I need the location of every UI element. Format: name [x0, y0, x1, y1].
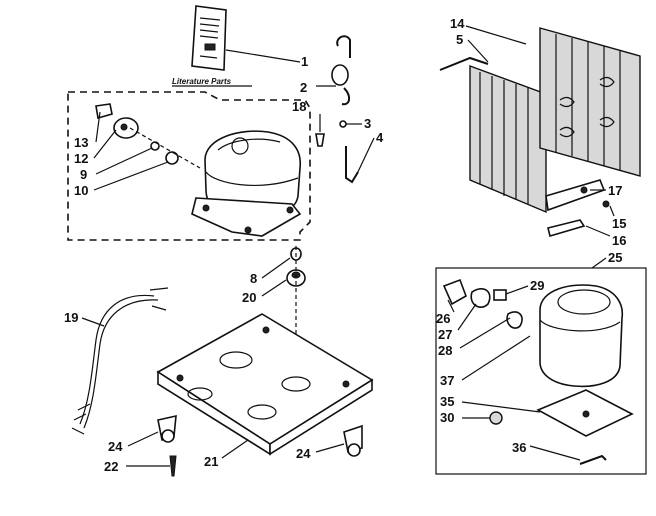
label-part-35: 35 — [440, 394, 454, 409]
compressor-group-box — [67, 91, 311, 241]
label-part-37: 37 — [440, 373, 454, 388]
label-part-21: 21 — [204, 454, 218, 469]
capillary-tube — [345, 146, 359, 184]
grommet — [339, 120, 347, 128]
screw-15 — [602, 200, 610, 208]
label-part-24-right: 24 — [296, 446, 311, 461]
label-part-10: 10 — [74, 183, 88, 198]
kit-grommet-30 — [489, 411, 503, 425]
label-part-2: 2 — [300, 80, 307, 95]
label-part-8: 8 — [250, 271, 257, 286]
label-part-22: 22 — [104, 459, 118, 474]
caster-left — [157, 414, 177, 443]
label-part-29: 29 — [530, 278, 544, 293]
kit-base-plate — [536, 389, 634, 437]
drier-tube — [331, 35, 351, 106]
wire-harness — [71, 287, 169, 435]
literature-parts-caption: Literature Parts — [172, 77, 232, 86]
label-part-12: 12 — [74, 151, 88, 166]
kit-clip-29 — [493, 289, 507, 301]
label-part-3: 3 — [364, 116, 371, 131]
label-part-9: 9 — [80, 167, 87, 182]
label-part-24-left: 24 — [108, 439, 123, 454]
label-part-1: 1 — [301, 54, 308, 69]
label-part-26: 26 — [436, 311, 450, 326]
kit-wire-36 — [579, 454, 607, 465]
overload-protector — [113, 117, 139, 139]
label-part-13: 13 — [74, 135, 88, 150]
label-part-4: 4 — [376, 130, 384, 145]
label-part-30: 30 — [440, 410, 454, 425]
label-part-16: 16 — [612, 233, 626, 248]
label-part-14: 14 — [450, 16, 465, 31]
kit-overload-27 — [470, 288, 491, 308]
screw-18 — [315, 133, 325, 147]
screw-22 — [169, 455, 177, 477]
relay — [165, 151, 179, 165]
kit-clip-28 — [506, 311, 523, 329]
label-part-25: 25 — [608, 250, 622, 265]
screw-17 — [580, 186, 588, 194]
label-part-28: 28 — [438, 343, 452, 358]
label-part-19: 19 — [64, 310, 78, 325]
label-part-5: 5 — [456, 32, 463, 47]
label-part-36: 36 — [512, 440, 526, 455]
leader-lines — [81, 25, 615, 467]
base-plate — [156, 313, 374, 456]
kit-compressor — [539, 284, 624, 388]
bracket-16 — [547, 219, 586, 238]
literature-booklet — [191, 5, 227, 71]
compressor — [191, 130, 302, 237]
compressor-kit-box — [435, 267, 647, 475]
label-part-18: 18 — [292, 99, 306, 114]
label-part-17: 17 — [608, 183, 622, 198]
label-part-20: 20 — [242, 290, 256, 305]
relay-clip — [95, 103, 113, 120]
caster-right — [343, 424, 363, 457]
label-part-27: 27 — [438, 327, 452, 342]
label-part-15: 15 — [612, 216, 626, 231]
condenser-tube-5 — [439, 56, 489, 71]
kit-relay-26 — [442, 278, 467, 306]
